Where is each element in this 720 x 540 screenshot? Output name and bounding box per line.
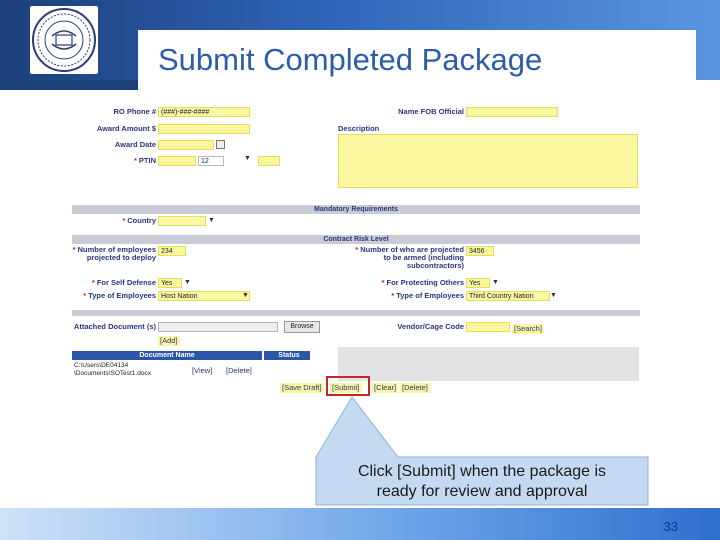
title-panel bbox=[138, 30, 696, 92]
submit-button[interactable]: [Submit] bbox=[330, 383, 362, 393]
search-button[interactable]: [Search] bbox=[512, 324, 544, 334]
ro-phone-label: RO Phone # bbox=[113, 107, 156, 116]
callout-line-1: Click [Submit] when the package is bbox=[357, 463, 607, 480]
document-status-column: Status bbox=[268, 351, 310, 360]
award-amount-label: Award Amount $ bbox=[96, 124, 156, 133]
add-document-button[interactable]: [Add] bbox=[158, 336, 180, 346]
description-textarea[interactable] bbox=[338, 134, 638, 188]
calendar-icon[interactable] bbox=[216, 140, 225, 149]
fob-official-label: Name FOB Official bbox=[398, 107, 464, 116]
clear-button[interactable]: [Clear] bbox=[372, 383, 399, 393]
save-draft-button[interactable]: [Save Draft] bbox=[280, 383, 324, 393]
required-marker: * bbox=[83, 291, 87, 300]
delete-button[interactable]: [Delete] bbox=[400, 383, 430, 393]
required-marker: * bbox=[381, 278, 385, 287]
employees-field[interactable]: 234 bbox=[158, 246, 186, 256]
section-divider bbox=[72, 310, 640, 316]
chevron-down-icon[interactable]: ▼ bbox=[492, 279, 499, 286]
award-amount-field[interactable] bbox=[158, 124, 250, 134]
employees-label: Number of employees projected to deploy bbox=[77, 245, 156, 262]
armed-field[interactable]: 3456 bbox=[466, 246, 494, 256]
award-date-field[interactable] bbox=[158, 140, 214, 150]
required-marker: * bbox=[133, 156, 137, 165]
description-label: Description bbox=[338, 124, 380, 133]
callout-line-2: ready for review and approval bbox=[376, 483, 588, 500]
award-date-label: Award Date bbox=[114, 140, 156, 149]
armed-label: Number of who are projected to be armed … bbox=[360, 245, 464, 270]
document-path-line2: \Documents\SOTest1.docx bbox=[74, 370, 151, 377]
required-marker: * bbox=[72, 245, 76, 254]
self-defense-label: For Self Defense bbox=[96, 278, 156, 287]
fob-official-field[interactable] bbox=[466, 107, 558, 117]
chevron-down-icon[interactable]: ▼ bbox=[184, 279, 191, 286]
required-marker: * bbox=[122, 216, 126, 225]
browse-button[interactable]: Browse bbox=[284, 321, 320, 333]
vendor-cage-code-field[interactable] bbox=[466, 322, 510, 332]
self-defense-select[interactable]: Yes bbox=[158, 278, 182, 288]
chevron-down-icon[interactable]: ▼ bbox=[550, 292, 557, 299]
vendor-cage-code-label: Vendor/Cage Code bbox=[397, 322, 464, 331]
type-of-employees-select[interactable]: Host Nation bbox=[158, 291, 250, 301]
ptin-label: PTIN bbox=[138, 156, 156, 165]
mandatory-requirements-header: Mandatory Requirements bbox=[72, 205, 640, 214]
seal-logo-icon bbox=[30, 6, 98, 74]
view-document-button[interactable]: [View] bbox=[192, 366, 213, 375]
required-marker: * bbox=[91, 278, 95, 287]
protecting-others-label: For Protecting Others bbox=[386, 278, 464, 287]
protecting-others-select[interactable]: Yes bbox=[466, 278, 490, 288]
attachment-path-field[interactable] bbox=[158, 322, 278, 332]
ptin-field-2[interactable] bbox=[258, 156, 280, 166]
chevron-down-icon[interactable]: ▼ bbox=[208, 217, 215, 224]
package-form: RO Phone # (###)-###-#### Award Amount $… bbox=[72, 104, 640, 396]
type-of-employees-right-select[interactable]: Third Country Nation bbox=[466, 291, 550, 301]
country-select[interactable] bbox=[158, 216, 206, 226]
required-marker: * bbox=[355, 245, 359, 254]
delete-document-button[interactable]: [Delete] bbox=[226, 366, 252, 375]
attached-document-label: Attached Document (s) bbox=[73, 322, 156, 331]
chevron-down-icon[interactable]: ▼ bbox=[244, 155, 251, 162]
page-number: 33 bbox=[663, 519, 678, 534]
contract-risk-level-header: Contract Risk Level bbox=[72, 235, 640, 244]
callout-text: Click [Submit] when the package is ready… bbox=[316, 462, 648, 502]
ptin-select[interactable]: 12 bbox=[198, 156, 224, 166]
submit-highlight-box bbox=[326, 376, 370, 396]
type-of-employees-label: Type of Employees bbox=[88, 291, 156, 300]
header-left-strip bbox=[0, 80, 138, 90]
attachment-grid-background bbox=[338, 347, 639, 381]
required-marker: * bbox=[391, 291, 395, 300]
document-name-column: Document Name bbox=[72, 351, 262, 360]
type-of-employees-right-label: Type of Employees bbox=[396, 291, 464, 300]
country-label: Country bbox=[127, 216, 156, 225]
ro-phone-field[interactable]: (###)-###-#### bbox=[158, 107, 250, 117]
ptin-field-1[interactable] bbox=[158, 156, 196, 166]
document-path-line1: C:\Users\DE04134 bbox=[74, 362, 129, 369]
footer-band bbox=[0, 508, 720, 540]
chevron-down-icon[interactable]: ▼ bbox=[242, 292, 249, 299]
slide-title: Submit Completed Package bbox=[158, 42, 543, 77]
